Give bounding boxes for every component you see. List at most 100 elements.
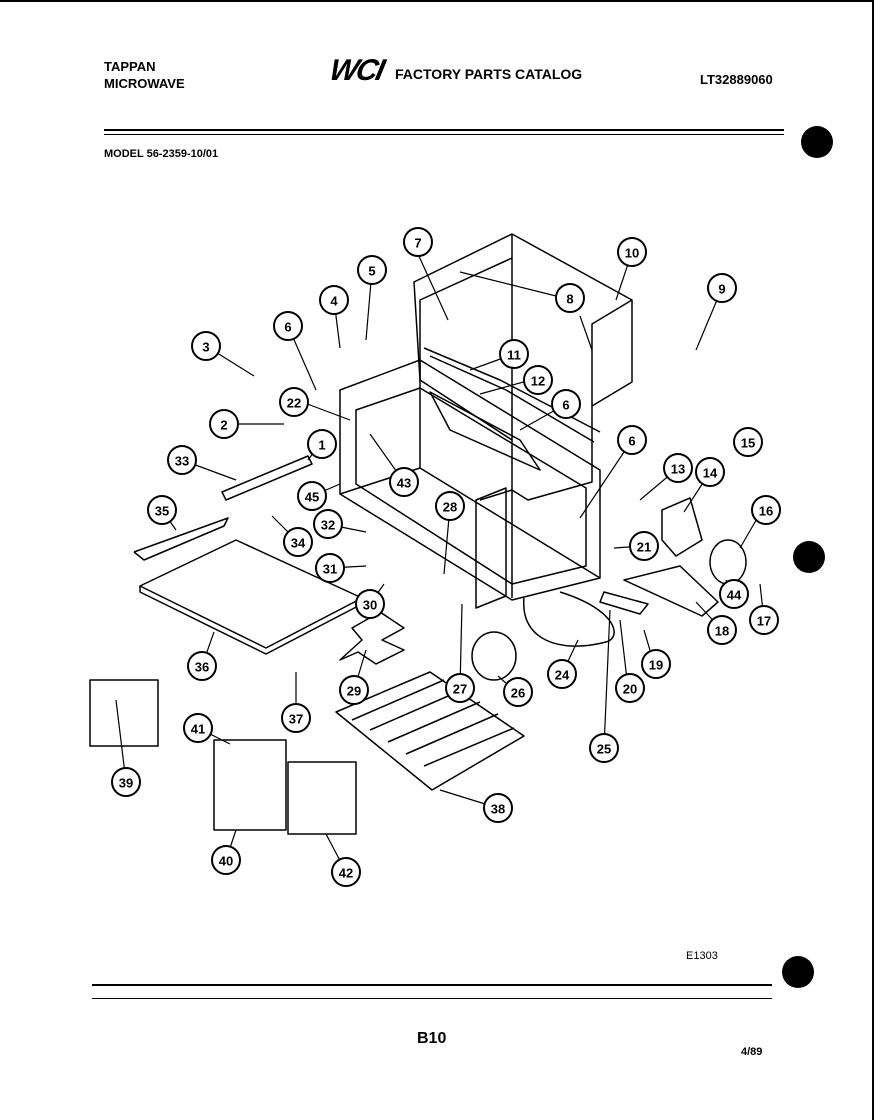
callout-circle (187, 651, 217, 681)
callout-number: 16 (759, 504, 773, 519)
callout-circle (273, 311, 303, 341)
callout-circle (281, 703, 311, 733)
callout-number: 6 (628, 434, 635, 449)
callout-circle (707, 273, 737, 303)
callout-circle (283, 527, 313, 557)
callout-c40: 40 (211, 845, 241, 875)
callout-c27: 27 (445, 673, 475, 703)
callout-circle (503, 677, 533, 707)
callout-number: 44 (727, 588, 742, 603)
catalog-code: LT32889060 (700, 72, 773, 87)
brand-line-1: TAPPAN (104, 59, 156, 74)
callout-circle (555, 283, 585, 313)
callout-circle (483, 793, 513, 823)
callout-c41: 41 (183, 713, 213, 743)
callout-number: 40 (219, 854, 233, 869)
callout-c18: 18 (707, 615, 737, 645)
callout-circle (279, 387, 309, 417)
brand-block: TAPPAN MICROWAVE (104, 58, 185, 92)
callout-number: 35 (155, 504, 169, 519)
callout-circle (749, 605, 779, 635)
callout-c29: 29 (339, 675, 369, 705)
callout-number: 39 (119, 776, 133, 791)
callout-circle (111, 767, 141, 797)
vent-piece (599, 591, 649, 615)
callout-c30: 30 (355, 589, 385, 619)
callout-number: 20 (623, 682, 637, 697)
callout-number: 21 (637, 540, 651, 555)
footer-rule (92, 984, 772, 986)
callout-circle (719, 579, 749, 609)
callout-circle (183, 713, 213, 743)
callout-number: 7 (414, 236, 421, 251)
callout-number: 1 (318, 438, 325, 453)
callout-number: 14 (703, 466, 718, 481)
callout-circle (191, 331, 221, 361)
blower-duct (623, 565, 719, 617)
callout-c16: 16 (751, 495, 781, 525)
callout-circle (663, 453, 693, 483)
catalog-title: FACTORY PARTS CATALOG (395, 66, 583, 82)
brand-line-2: MICROWAVE (104, 76, 185, 91)
callout-circle (355, 589, 385, 619)
callout-c31: 31 (315, 553, 345, 583)
callout-c37: 37 (281, 703, 311, 733)
callout-number: 30 (363, 598, 377, 613)
detail-box-39 (89, 679, 159, 747)
callout-number: 3 (202, 340, 209, 355)
callout-c12: 12 (523, 365, 553, 395)
callout-c4: 4 (319, 285, 349, 315)
callout-c25: 25 (589, 733, 619, 763)
callout-c24: 24 (547, 659, 577, 689)
callout-circle (315, 553, 345, 583)
callout-c11: 11 (499, 339, 529, 369)
callout-number: 12 (531, 374, 545, 389)
callout-circle (319, 285, 349, 315)
callout-c21: 21 (629, 531, 659, 561)
callout-circle (167, 445, 197, 475)
detail-box-42 (287, 761, 357, 835)
callout-number: 13 (671, 462, 685, 477)
callout-circle (147, 495, 177, 525)
callout-c33: 33 (167, 445, 197, 475)
binder-hole-top (801, 126, 833, 158)
power-cord (523, 591, 615, 647)
callout-c6a: 6 (273, 311, 303, 341)
page-number: B10 (417, 1030, 447, 1047)
callout-circle (629, 531, 659, 561)
stirrer-blade (339, 611, 405, 665)
fan-housing (661, 497, 703, 557)
callout-number: 34 (291, 536, 306, 551)
callout-number: 8 (566, 292, 573, 307)
callout-circle (707, 615, 737, 645)
callout-c32: 32 (313, 509, 343, 539)
callout-circle (307, 429, 337, 459)
callout-c9: 9 (707, 273, 737, 303)
callout-c38: 38 (483, 793, 513, 823)
callout-number: 27 (453, 682, 467, 697)
callout-c22: 22 (279, 387, 309, 417)
callout-number: 32 (321, 518, 335, 533)
callout-c19: 19 (641, 649, 671, 679)
callout-c26: 26 (503, 677, 533, 707)
callout-circle (617, 425, 647, 455)
callout-number: 28 (443, 500, 457, 515)
callout-circle (211, 845, 241, 875)
callout-c35: 35 (147, 495, 177, 525)
callout-number: 41 (191, 722, 205, 737)
callout-number: 10 (625, 246, 639, 261)
callout-number: 17 (757, 614, 771, 629)
callout-c7: 7 (403, 227, 433, 257)
binder-hole-bottom (782, 956, 814, 988)
callout-c43: 43 (389, 467, 419, 497)
callout-c3: 3 (191, 331, 221, 361)
callout-circle (547, 659, 577, 689)
callout-number: 9 (718, 282, 725, 297)
callout-circle (403, 227, 433, 257)
callout-number: 36 (195, 660, 209, 675)
callout-number: 45 (305, 490, 319, 505)
callout-c8: 8 (555, 283, 585, 313)
callout-c14: 14 (695, 457, 725, 487)
callout-c44: 44 (719, 579, 749, 609)
